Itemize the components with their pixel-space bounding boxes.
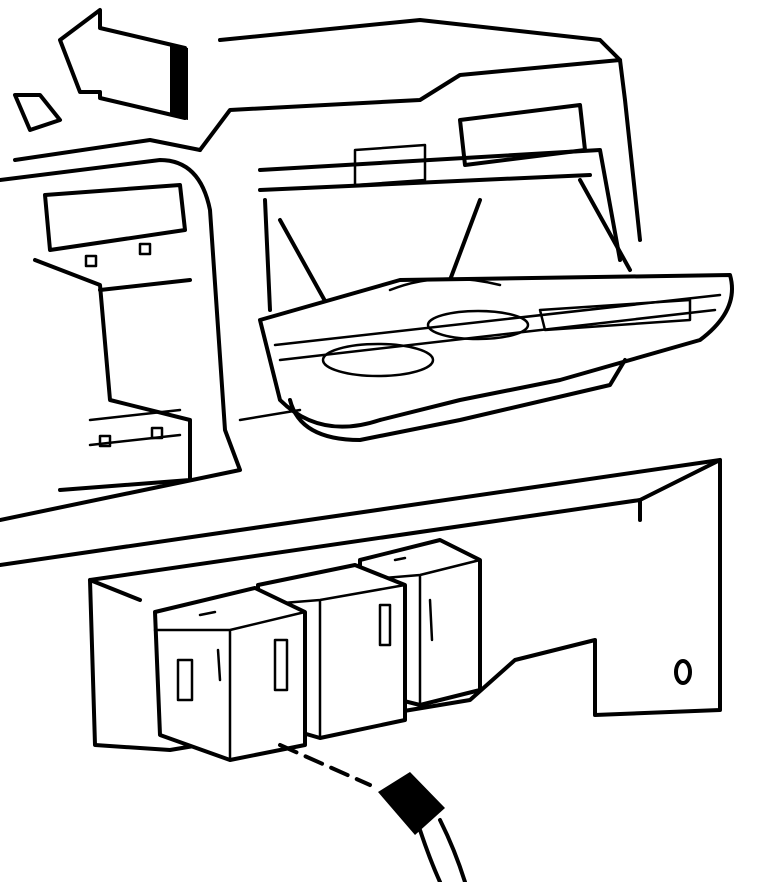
electrical-connector (278, 743, 445, 835)
glove-box-door-open (238, 273, 734, 442)
direction-arrow (58, 8, 188, 120)
wiring-harness (418, 818, 467, 882)
instrument-panel (0, 18, 722, 567)
relay (153, 586, 307, 762)
